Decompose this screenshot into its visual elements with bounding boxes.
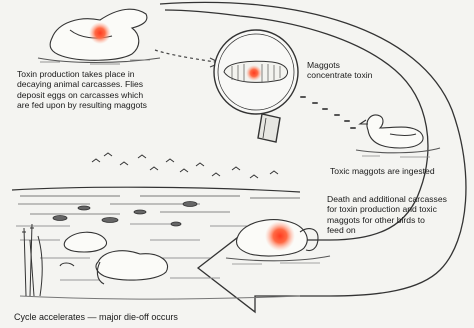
label-death-carcasses: Death and additional carcasses for toxin… [327, 194, 465, 236]
label-toxin-production: Toxin production takes place in decaying… [17, 69, 167, 111]
magnifying-glass-icon [214, 30, 298, 142]
label-toxic-maggots-ingested: Toxic maggots are ingested [330, 166, 460, 176]
reeds-icon [22, 224, 42, 296]
label-maggots-concentrate: Maggots concentrate toxin [307, 60, 397, 81]
maggot-icon [224, 61, 288, 82]
toxin-spot-top [89, 22, 111, 44]
maggot-trail-icon [300, 96, 356, 129]
trail-arrow-icon [155, 50, 220, 67]
toxin-spot-bottom [265, 221, 295, 251]
label-cycle-accelerates: Cycle accelerates — major die-off occurs [14, 312, 274, 322]
flying-birds-icon [92, 153, 278, 178]
